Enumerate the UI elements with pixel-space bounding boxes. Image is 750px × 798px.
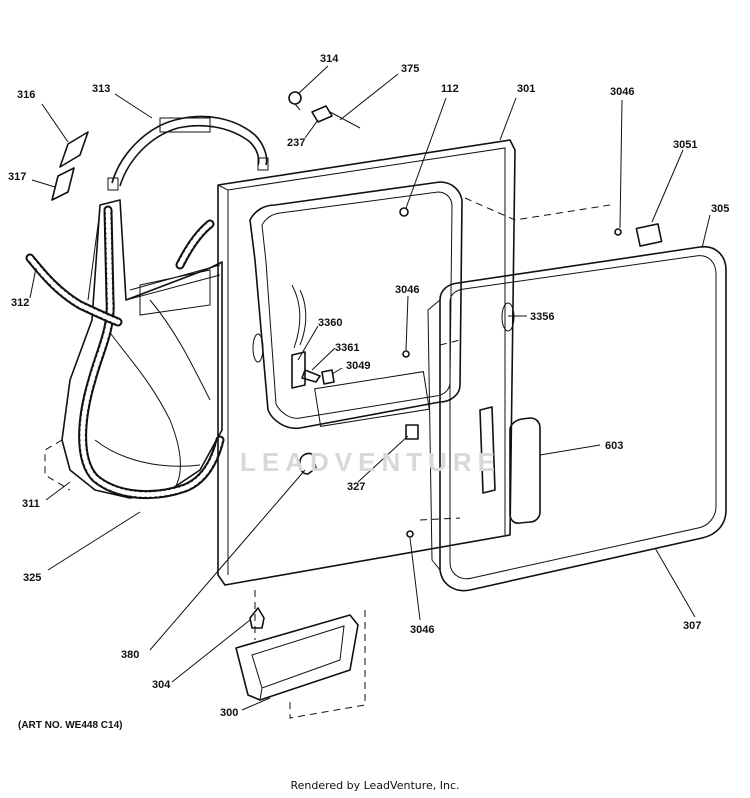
- screw-314: [288, 91, 302, 111]
- callout-603: 603: [605, 440, 623, 452]
- callout-237: 237: [287, 137, 305, 149]
- callout-3356: 3356: [530, 311, 554, 323]
- callout-316: 316: [17, 89, 35, 101]
- tape-316: [59, 131, 89, 168]
- screw-112: [399, 207, 409, 217]
- callout-3360: 3360: [318, 317, 342, 329]
- screw-3046-top: [614, 228, 622, 236]
- callout-325: 325: [23, 572, 41, 584]
- footer-credit: Rendered by LeadVenture, Inc.: [290, 779, 460, 792]
- callout-3049: 3049: [346, 360, 370, 372]
- callout-3046-a: 3046: [610, 86, 634, 98]
- callout-327: 327: [347, 481, 365, 493]
- leader-lines: [29, 65, 711, 711]
- art-number: (ART NO. WE448 C14): [18, 720, 123, 731]
- callout-304: 304: [152, 679, 171, 691]
- callout-305: 305: [711, 203, 729, 215]
- callout-labels: 314 375 316 313 112 301 3046 3051 305 23…: [8, 53, 729, 719]
- callout-301: 301: [517, 83, 535, 95]
- screw-3046-bottom: [406, 530, 414, 538]
- callout-300: 300: [220, 707, 238, 719]
- knob-380: [249, 607, 265, 629]
- callout-307: 307: [683, 620, 701, 632]
- callout-3046-c: 3046: [410, 624, 434, 636]
- hinge-3051: [635, 223, 663, 247]
- striker-3360: [291, 351, 306, 389]
- callout-375: 375: [401, 63, 419, 75]
- callout-3051: 3051: [673, 139, 697, 151]
- callout-313: 313: [92, 83, 110, 95]
- callout-317: 317: [8, 171, 26, 183]
- clip-3049: [321, 369, 335, 385]
- callout-311: 311: [22, 498, 40, 510]
- screw-3361: [301, 369, 321, 383]
- tape-317: [51, 167, 75, 201]
- switch-327: [405, 424, 419, 440]
- lint-filter: [235, 614, 359, 701]
- screw-3046-mid: [402, 350, 410, 358]
- watermark: LEADVENTURE: [240, 447, 502, 477]
- callout-112: 112: [441, 83, 459, 95]
- door-switch-375: [311, 105, 361, 129]
- door-assembly: [427, 245, 727, 592]
- upper-bracket: [107, 115, 269, 191]
- callout-380: 380: [121, 649, 139, 661]
- callout-314: 314: [320, 53, 339, 65]
- callout-312: 312: [11, 297, 29, 309]
- callout-3046-b: 3046: [395, 284, 419, 296]
- callout-3361: 3361: [335, 342, 359, 354]
- front-panel: [217, 139, 516, 586]
